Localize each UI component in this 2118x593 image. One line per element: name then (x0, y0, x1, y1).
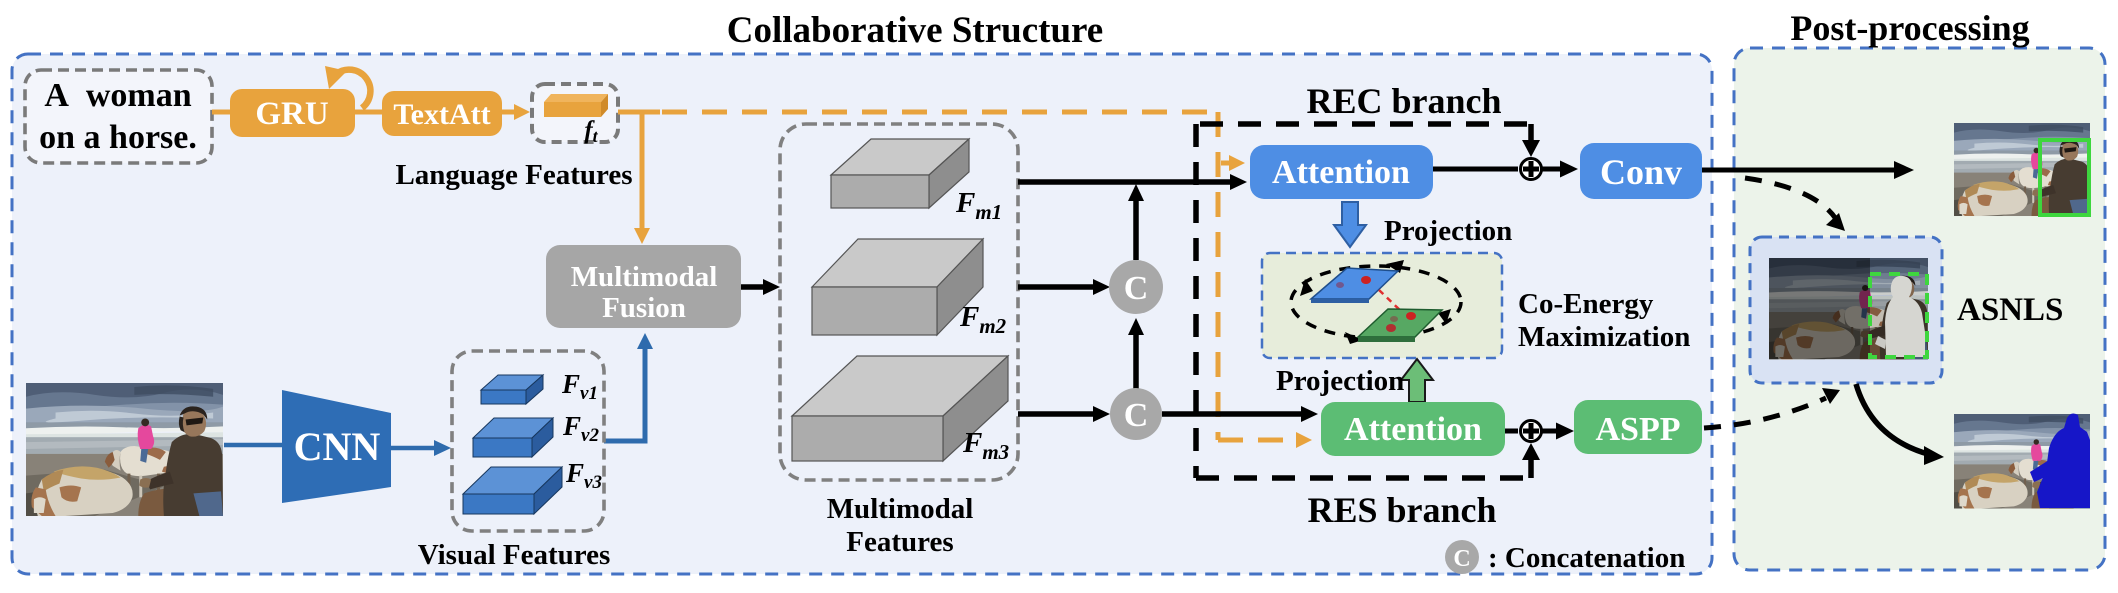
svg-text:Maximization: Maximization (1518, 321, 1690, 353)
svg-text:CNN: CNN (294, 424, 381, 469)
svg-text:A woman: A woman (44, 77, 191, 114)
svg-text:C: C (1124, 397, 1149, 434)
svg-text:Visual Features: Visual Features (418, 539, 611, 571)
svg-text:ASNLS: ASNLS (1957, 292, 2063, 328)
svg-text:TextAtt: TextAtt (393, 98, 490, 131)
svg-text:REC branch: REC branch (1306, 81, 1501, 121)
svg-text:Post-processing: Post-processing (1790, 8, 2029, 48)
svg-text:Projection: Projection (1276, 365, 1404, 397)
svg-text:ASPP: ASPP (1596, 411, 1681, 448)
svg-text:Collaborative Structure: Collaborative Structure (727, 10, 1103, 51)
svg-text:Projection: Projection (1384, 215, 1512, 247)
svg-text:Multimodal: Multimodal (571, 261, 718, 293)
svg-text:C: C (1453, 546, 1470, 572)
svg-text:Features: Features (846, 526, 953, 558)
svg-text:RES branch: RES branch (1307, 490, 1496, 530)
svg-text:Attention: Attention (1344, 411, 1482, 448)
svg-text:C: C (1124, 270, 1149, 307)
svg-text:Multimodal: Multimodal (827, 493, 974, 525)
svg-text:on a horse.: on a horse. (39, 119, 197, 156)
svg-text:: Concatenation: : Concatenation (1488, 542, 1685, 574)
svg-text:Fusion: Fusion (602, 292, 686, 324)
svg-text:Co-Energy: Co-Energy (1518, 288, 1654, 320)
svg-text:Conv: Conv (1600, 152, 1682, 192)
svg-text:Attention: Attention (1272, 154, 1410, 191)
svg-text:Language Features: Language Features (395, 159, 632, 191)
svg-text:GRU: GRU (255, 96, 329, 132)
svg-text:Fv2: Fv2 (562, 411, 599, 446)
